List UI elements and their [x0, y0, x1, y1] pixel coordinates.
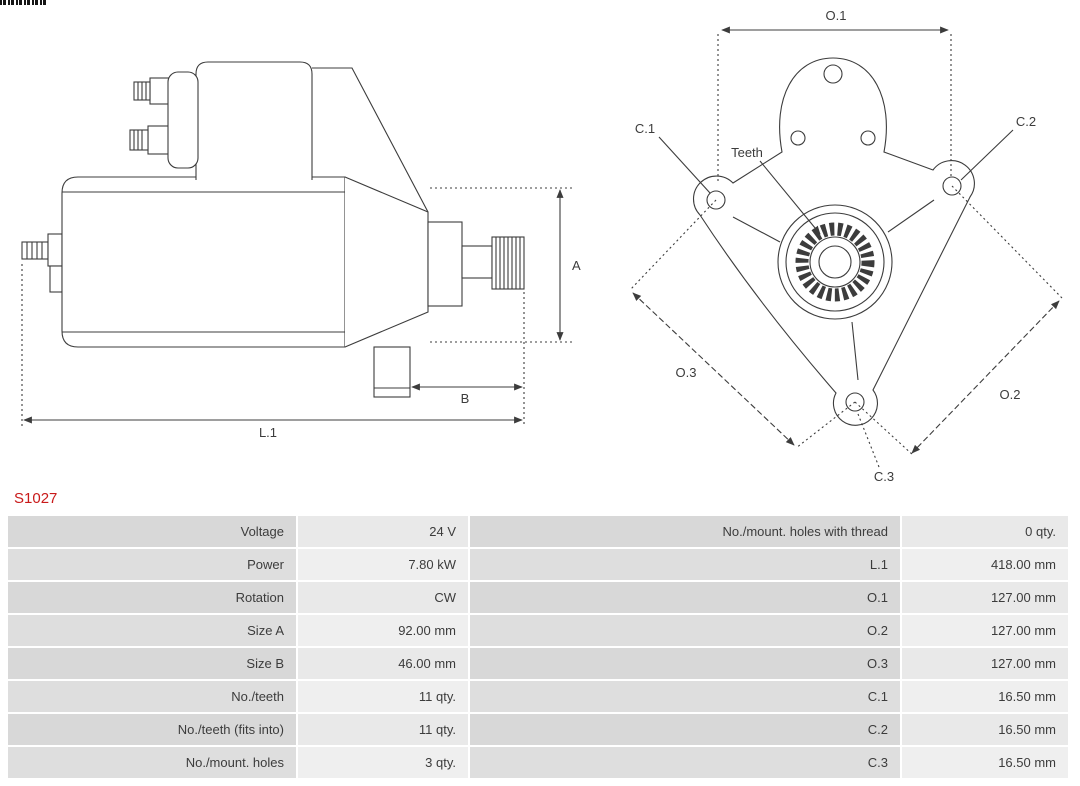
- spec-label: Size A: [8, 615, 296, 646]
- dim-label-o1: O.1: [826, 8, 847, 23]
- spec-label: Size B: [8, 648, 296, 679]
- table-row: Size A 92.00 mm O.2 127.00 mm: [8, 615, 1068, 646]
- technical-drawings: A B L.1: [21, 8, 1063, 484]
- spec-value: 7.80 kW: [298, 549, 468, 580]
- spec-table: Voltage 24 V No./mount. holes with threa…: [6, 514, 1070, 780]
- dim-label-c3: C.3: [874, 469, 894, 484]
- shaft-bore: [818, 245, 852, 279]
- spec-label: C.2: [470, 714, 900, 745]
- spec-label: Rotation: [8, 582, 296, 613]
- dim-label-b: B: [461, 391, 470, 406]
- mount-hole-c2: [942, 176, 962, 196]
- drive-end-housing: [344, 176, 429, 348]
- dim-label-c2: C.2: [1016, 114, 1036, 129]
- barcode: [0, 0, 46, 5]
- solenoid: [195, 61, 313, 180]
- spec-value: 92.00 mm: [298, 615, 468, 646]
- front-view-drawing: O.1 C.1 C.2 Teeth C.3 O.3 O.2: [629, 8, 1063, 484]
- spec-value: 16.50 mm: [902, 681, 1068, 712]
- mount-hole-c1: [706, 190, 726, 210]
- leader-teeth: [759, 160, 821, 235]
- side-view-drawing: A B L.1: [21, 61, 581, 440]
- spec-value: 11 qty.: [298, 681, 468, 712]
- spec-label: Voltage: [8, 516, 296, 547]
- terminal-lower-threads: [133, 130, 143, 150]
- front-construction-lines: [629, 34, 1063, 468]
- spec-value: 3 qty.: [298, 747, 468, 778]
- rear-stud-threads: [26, 242, 43, 259]
- dim-label-a: A: [572, 258, 581, 273]
- teeth-label: Teeth: [731, 145, 763, 160]
- table-row: No./mount. holes 3 qty. C.3 16.50 mm: [8, 747, 1068, 778]
- solenoid-end-cap: [167, 71, 199, 169]
- dim-line-o3: [632, 292, 795, 446]
- spec-label: C.1: [470, 681, 900, 712]
- dim-line-o2: [911, 300, 1060, 454]
- motor-body: [61, 176, 346, 348]
- spec-label: O.2: [470, 615, 900, 646]
- spec-value: 418.00 mm: [902, 549, 1068, 580]
- spec-value: 0 qty.: [902, 516, 1068, 547]
- dim-label-l1: L.1: [259, 425, 277, 440]
- top-hole: [823, 64, 843, 84]
- spec-label: Power: [8, 549, 296, 580]
- gear-teeth-ring: [795, 222, 875, 302]
- spec-label: O.3: [470, 648, 900, 679]
- table-row: No./teeth 11 qty. C.1 16.50 mm: [8, 681, 1068, 712]
- spec-label: No./teeth (fits into): [8, 714, 296, 745]
- terminal-upper-threads: [137, 82, 147, 100]
- terminal-bolt-lower: [129, 129, 149, 151]
- side-construction-lines: [21, 187, 572, 427]
- spec-label: No./teeth: [8, 681, 296, 712]
- leader-c2: [960, 129, 1014, 181]
- table-row: Power 7.80 kW L.1 418.00 mm: [8, 549, 1068, 580]
- dim-label-o3: O.3: [676, 365, 697, 380]
- spec-value: 24 V: [298, 516, 468, 547]
- spec-value: 11 qty.: [298, 714, 468, 745]
- spec-label: No./mount. holes: [8, 747, 296, 778]
- mounting-bracket: [373, 346, 411, 398]
- spec-value: 16.50 mm: [902, 714, 1068, 745]
- spec-value: 127.00 mm: [902, 615, 1068, 646]
- spec-label: L.1: [470, 549, 900, 580]
- table-row: Rotation CW O.1 127.00 mm: [8, 582, 1068, 613]
- gear-spline-circle: [809, 236, 861, 288]
- leader-c1: [658, 136, 711, 194]
- table-row: No./teeth (fits into) 11 qty. C.2 16.50 …: [8, 714, 1068, 745]
- spec-value: 46.00 mm: [298, 648, 468, 679]
- dim-label-c1: C.1: [635, 121, 655, 136]
- table-row: Size B 46.00 mm O.3 127.00 mm: [8, 648, 1068, 679]
- shaft: [461, 245, 493, 279]
- spec-value: 127.00 mm: [902, 582, 1068, 613]
- dim-label-o2: O.2: [1000, 387, 1021, 402]
- center-boss-inner: [785, 212, 885, 312]
- mount-hole-c3: [845, 392, 865, 412]
- housing-top-edge: [312, 67, 429, 213]
- shoulder-hole-right: [860, 130, 876, 146]
- spec-label: O.1: [470, 582, 900, 613]
- spec-value: 127.00 mm: [902, 648, 1068, 679]
- spec-value: CW: [298, 582, 468, 613]
- part-number: S1027: [14, 490, 58, 507]
- center-boss-outer: [777, 204, 893, 320]
- pinion-teeth-hatching: [495, 237, 521, 289]
- rear-stud: [21, 241, 49, 260]
- bearing-step: [427, 221, 463, 307]
- mounting-flange: [693, 57, 975, 426]
- technical-drawing: A B L.1: [21, 8, 1063, 484]
- shoulder-hole-left: [790, 130, 806, 146]
- spec-label: No./mount. holes with thread: [470, 516, 900, 547]
- spec-value: 16.50 mm: [902, 747, 1068, 778]
- spec-label: C.3: [470, 747, 900, 778]
- table-row: Voltage 24 V No./mount. holes with threa…: [8, 516, 1068, 547]
